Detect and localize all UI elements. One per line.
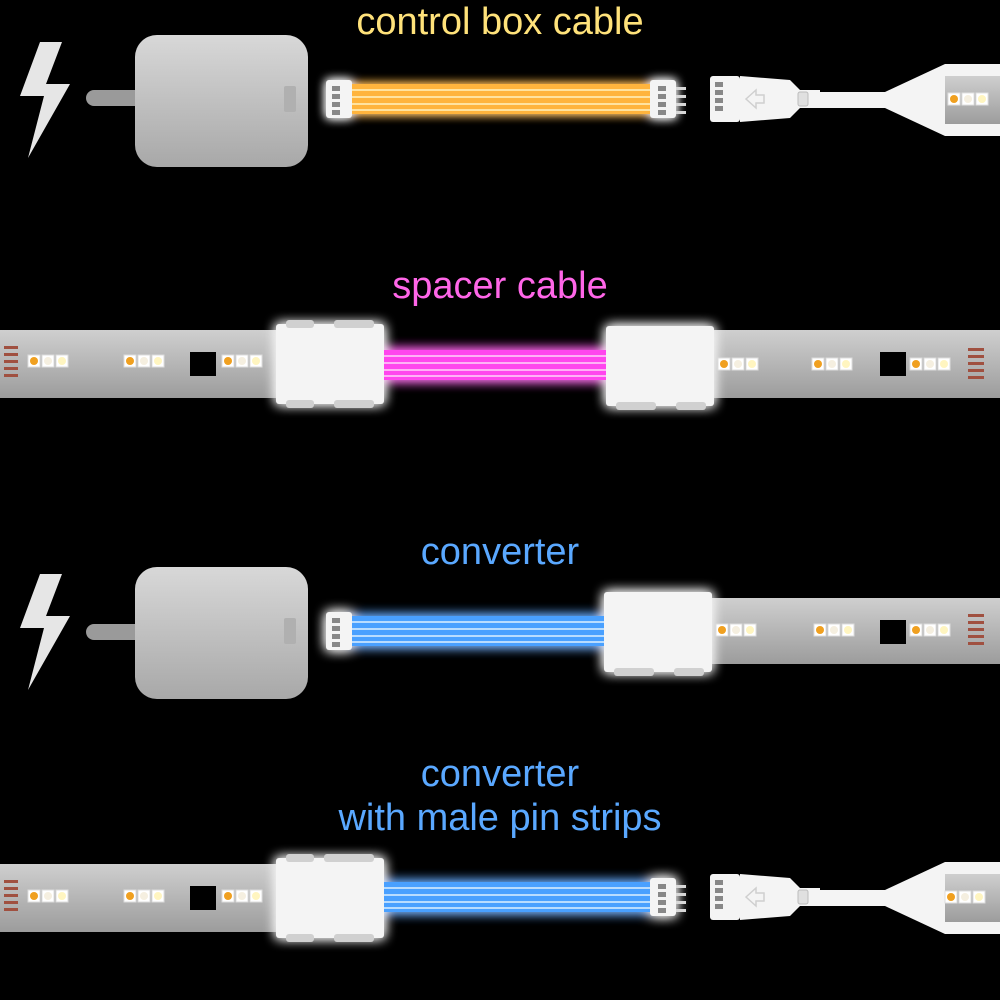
led-emitter xyxy=(252,892,260,900)
clamp-connector xyxy=(276,858,384,938)
clamp-connector-right xyxy=(606,326,714,406)
led-emitter xyxy=(140,892,148,900)
led-emitter xyxy=(940,360,948,368)
led-emitter xyxy=(926,360,934,368)
led-emitter xyxy=(140,357,148,365)
led-emitter xyxy=(816,626,824,634)
led-emitter xyxy=(975,893,983,901)
strip-clip xyxy=(885,64,945,136)
led-emitter xyxy=(126,892,134,900)
led-emitter xyxy=(912,626,920,634)
plug-adapter xyxy=(710,64,945,136)
led-emitter xyxy=(844,626,852,634)
led-emitter xyxy=(126,357,134,365)
converter-cable xyxy=(276,858,676,938)
spacer-cable-label: spacer cable xyxy=(392,265,608,307)
converter-male-pins-label-line1: converter xyxy=(420,753,580,795)
led-emitter xyxy=(224,357,232,365)
led-emitter xyxy=(58,357,66,365)
power-cord xyxy=(86,90,146,106)
converter-cable xyxy=(326,592,712,672)
male-pin-header xyxy=(676,885,686,912)
led-emitter xyxy=(912,360,920,368)
row-converter xyxy=(20,567,1000,699)
strip-clip xyxy=(885,862,945,934)
power-cord xyxy=(86,624,146,640)
led-emitter xyxy=(30,357,38,365)
led-emitter xyxy=(746,626,754,634)
clamp-connector-left xyxy=(276,324,384,404)
spacer-cable xyxy=(276,324,714,406)
control-box-cable xyxy=(326,80,676,118)
led-emitter xyxy=(44,892,52,900)
led-chips xyxy=(27,354,986,904)
clamp-connector xyxy=(604,592,712,672)
led-emitter xyxy=(814,360,822,368)
white-wire xyxy=(818,890,890,906)
control-box xyxy=(135,35,308,167)
control-box-cable-label: control box cable xyxy=(356,1,644,43)
control-box-port xyxy=(284,86,296,112)
led-emitter xyxy=(154,892,162,900)
led-emitter xyxy=(842,360,850,368)
led-emitter xyxy=(154,357,162,365)
male-pin-header xyxy=(676,87,686,114)
white-wire xyxy=(818,92,890,108)
plug-adapter xyxy=(710,862,945,934)
led-emitter xyxy=(748,360,756,368)
lightning-bolt-icon xyxy=(20,574,70,690)
led-emitter xyxy=(828,360,836,368)
arrow-left-icon xyxy=(744,886,765,908)
led-emitter xyxy=(58,892,66,900)
led-emitter xyxy=(732,626,740,634)
converter-label: converter xyxy=(420,531,580,573)
led-emitter xyxy=(926,626,934,634)
lightning-bolt-icon xyxy=(20,42,70,158)
arrow-left-icon xyxy=(744,88,765,110)
led-emitter xyxy=(238,357,246,365)
led-emitter xyxy=(947,893,955,901)
led-emitter xyxy=(44,357,52,365)
led-emitter xyxy=(224,892,232,900)
led-emitter xyxy=(718,626,726,634)
led-emitter xyxy=(830,626,838,634)
row-control-box-cable xyxy=(20,35,1000,167)
led-emitter xyxy=(30,892,38,900)
led-emitter xyxy=(940,626,948,634)
control-box-port xyxy=(284,618,296,644)
converter-male-pins-label-line2: with male pin strips xyxy=(338,797,662,839)
led-emitter xyxy=(961,893,969,901)
led-emitter xyxy=(720,360,728,368)
led-strip-end xyxy=(945,64,1000,136)
control-box xyxy=(135,567,308,699)
led-emitter xyxy=(734,360,742,368)
led-emitter xyxy=(252,357,260,365)
led-emitter xyxy=(238,892,246,900)
